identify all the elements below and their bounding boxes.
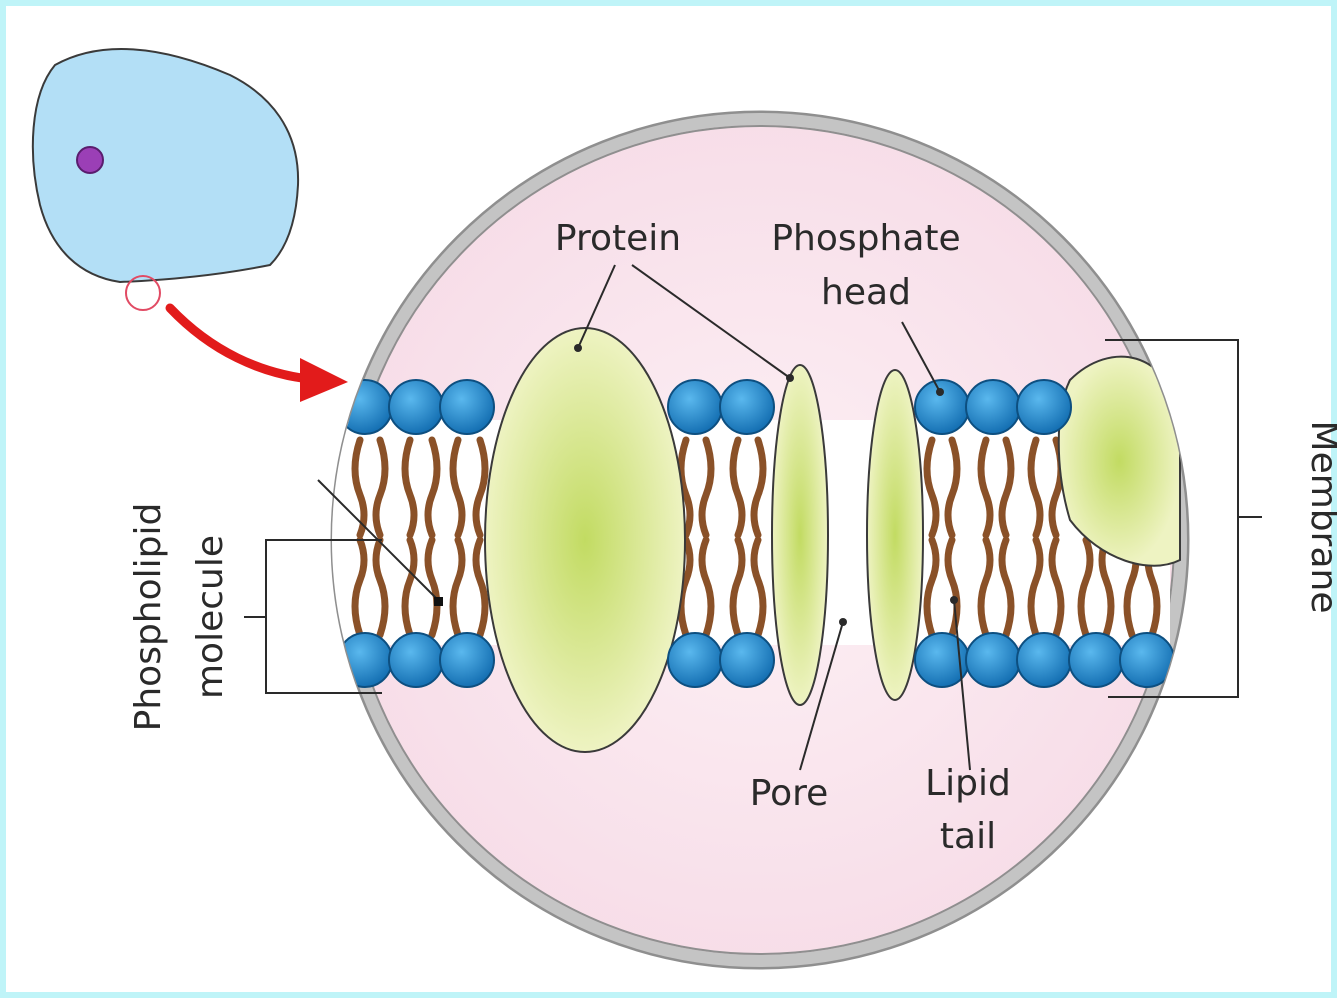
label-lipid-tail-2: tail	[940, 816, 996, 857]
label-pore: Pore	[750, 773, 829, 814]
phosphate-heads-upper	[338, 380, 1071, 434]
label-phosphate-head-1: Phosphate	[771, 218, 960, 259]
phosphate-heads-lower	[338, 633, 1174, 687]
label-phospholipid-1: Phospholipid	[128, 503, 169, 732]
label-lipid-tail-1: Lipid	[925, 763, 1011, 804]
protein-large	[485, 328, 685, 752]
label-phospholipid-2: molecule	[190, 535, 231, 699]
nucleus-dot	[77, 147, 103, 173]
label-protein: Protein	[555, 218, 681, 259]
label-phosphate-head-2: head	[821, 272, 911, 313]
protein-pore-right	[867, 370, 923, 700]
label-membrane: Membrane	[1303, 421, 1337, 614]
protein-pore-left	[772, 365, 828, 705]
